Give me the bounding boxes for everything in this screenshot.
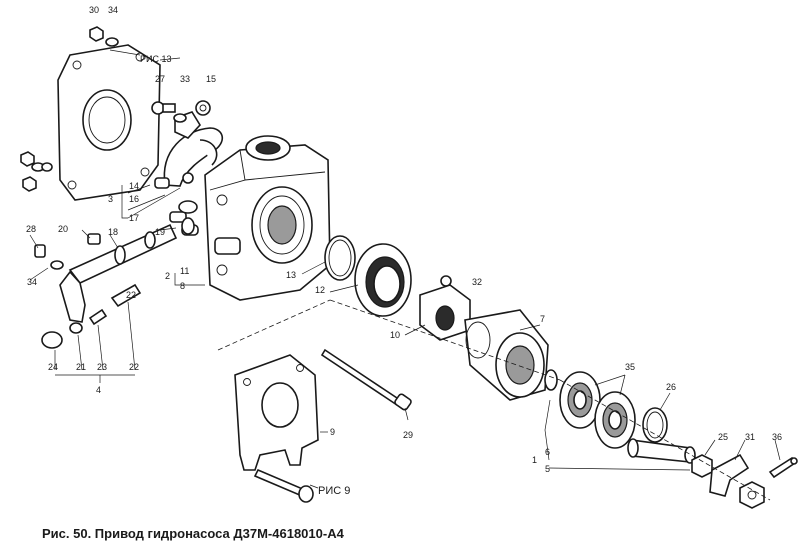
figure-caption: Рис. 50. Привод гидронасоса Д37М-4618010…: [42, 526, 345, 541]
label-12: 12: [315, 285, 325, 295]
label-35: 35: [625, 362, 635, 372]
label-27: 27: [155, 74, 165, 84]
label-ref-fig13: РИС 13: [140, 54, 171, 64]
lever-assembly: [34, 200, 199, 349]
label-18: 18: [108, 227, 118, 237]
label-32: 32: [472, 277, 482, 287]
label-20: 20: [58, 224, 68, 234]
gear-7: [464, 309, 549, 401]
flange-plate-lower: [234, 354, 319, 471]
label-34b: 34: [27, 277, 37, 287]
retaining-ring-13: [324, 235, 356, 281]
label-14: 14: [129, 181, 139, 191]
label-33: 33: [180, 74, 190, 84]
label-8: 8: [180, 281, 185, 291]
nut-washer-left: [20, 151, 53, 192]
label-24: 24: [48, 362, 58, 372]
bearing-12: [354, 243, 412, 317]
pump-drive-housing: [204, 135, 331, 301]
castle-nut: [739, 481, 765, 509]
label-4: 4: [96, 385, 101, 395]
label-13: 13: [286, 270, 296, 280]
cotter-pin-36: [768, 456, 798, 479]
label-21: 21: [76, 362, 86, 372]
label-11: 11: [180, 266, 189, 276]
label-10: 10: [390, 330, 400, 340]
label-7: 7: [540, 314, 545, 324]
label-31: 31: [745, 432, 755, 442]
label-15: 15: [206, 74, 216, 84]
sleeve-10: [419, 284, 471, 341]
label-6: 6: [545, 447, 550, 457]
label-16: 16: [129, 194, 139, 204]
lock-washer-31: [709, 453, 750, 497]
nut-25: [691, 454, 713, 478]
label-2: 2: [165, 271, 170, 281]
label-17: 17: [129, 213, 139, 223]
label-28: 28: [26, 224, 36, 234]
label-1: 1: [532, 455, 537, 465]
label-ref-fig9: РИС 9: [318, 485, 350, 497]
clamp-assembly: [151, 100, 224, 189]
nut-washer-top: [89, 26, 119, 47]
label-9: 9: [330, 427, 335, 437]
bearing-35a: [559, 371, 601, 429]
retaining-ring-26: [642, 407, 668, 443]
label-30: 30: [89, 5, 99, 15]
shaft-1: [627, 438, 696, 464]
label-23: 23: [97, 362, 107, 372]
label-34: 34: [108, 5, 118, 15]
label-36: 36: [772, 432, 782, 442]
bearing-35b: [594, 391, 636, 449]
stud-ref9: [253, 468, 314, 503]
flange-plate-top: [57, 44, 161, 201]
bolt-29: [320, 348, 412, 411]
label-26: 26: [666, 382, 676, 392]
snap-ring: [544, 369, 558, 391]
label-19: 19: [155, 227, 165, 237]
label-3: 3: [108, 194, 113, 204]
label-5: 5: [545, 464, 550, 474]
label-25: 25: [718, 432, 728, 442]
label-22b: 22: [129, 362, 139, 372]
label-22: 22: [126, 290, 136, 300]
label-29: 29: [403, 430, 413, 440]
